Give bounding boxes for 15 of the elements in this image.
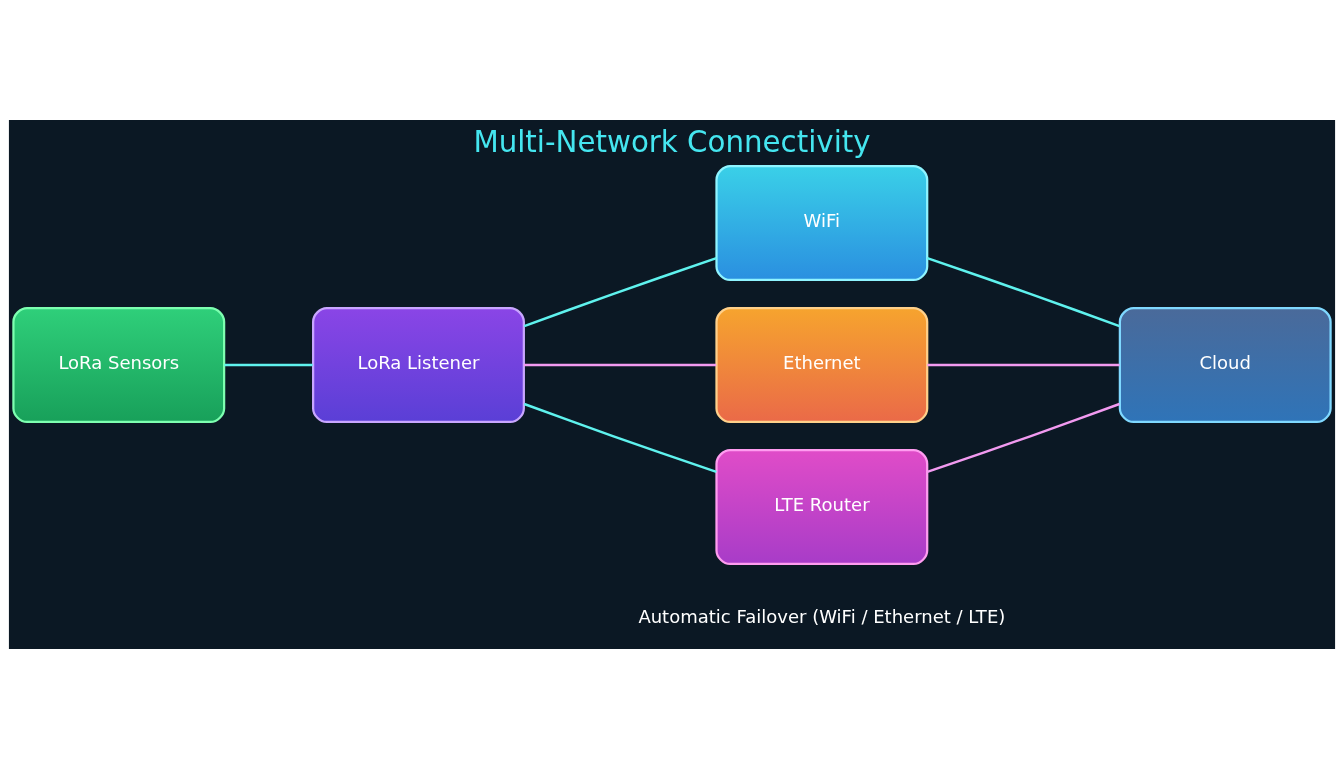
connector xyxy=(523,363,717,366)
node-box: WiFi xyxy=(715,164,929,281)
connector xyxy=(926,402,1120,473)
node-box: Ethernet xyxy=(715,306,929,423)
connector xyxy=(927,363,1120,366)
node-box: LTE Router xyxy=(715,448,929,565)
connector xyxy=(523,402,717,473)
diagram-title: Multi-Network Connectivity xyxy=(473,124,871,159)
connector xyxy=(926,256,1120,327)
caption: Automatic Failover (WiFi / Ethernet / LTE) xyxy=(638,605,1006,627)
node-box: Cloud xyxy=(1118,306,1332,423)
node-box: LoRa Listener xyxy=(312,306,525,423)
connector xyxy=(523,256,717,327)
connector xyxy=(224,363,313,366)
node-box: LoRa Sensors xyxy=(12,306,226,423)
